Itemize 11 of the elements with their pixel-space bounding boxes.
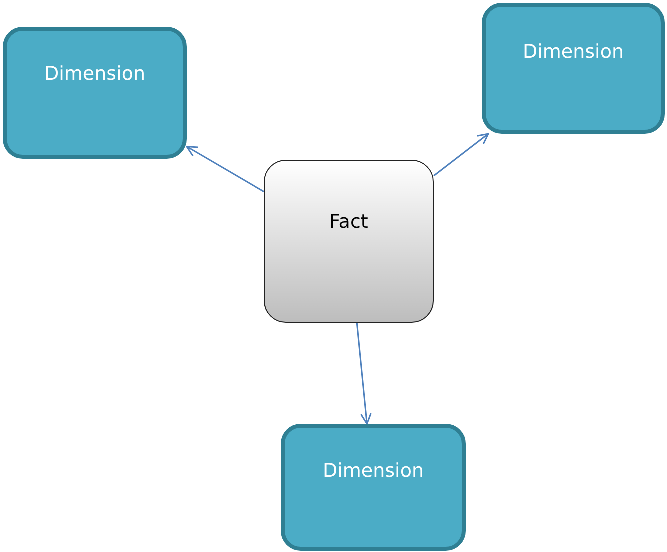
- node-label: Fact: [330, 211, 368, 233]
- node-label: Dimension: [44, 63, 146, 85]
- dimension-box: [482, 3, 665, 134]
- node-label: Dimension: [323, 460, 424, 482]
- dimension-box: [3, 27, 187, 159]
- arrow: [434, 133, 490, 177]
- arrow: [186, 146, 264, 192]
- dimension-box: [281, 424, 466, 551]
- fact-box: [264, 160, 434, 323]
- arrow: [356, 322, 372, 425]
- node-label: Dimension: [523, 41, 624, 63]
